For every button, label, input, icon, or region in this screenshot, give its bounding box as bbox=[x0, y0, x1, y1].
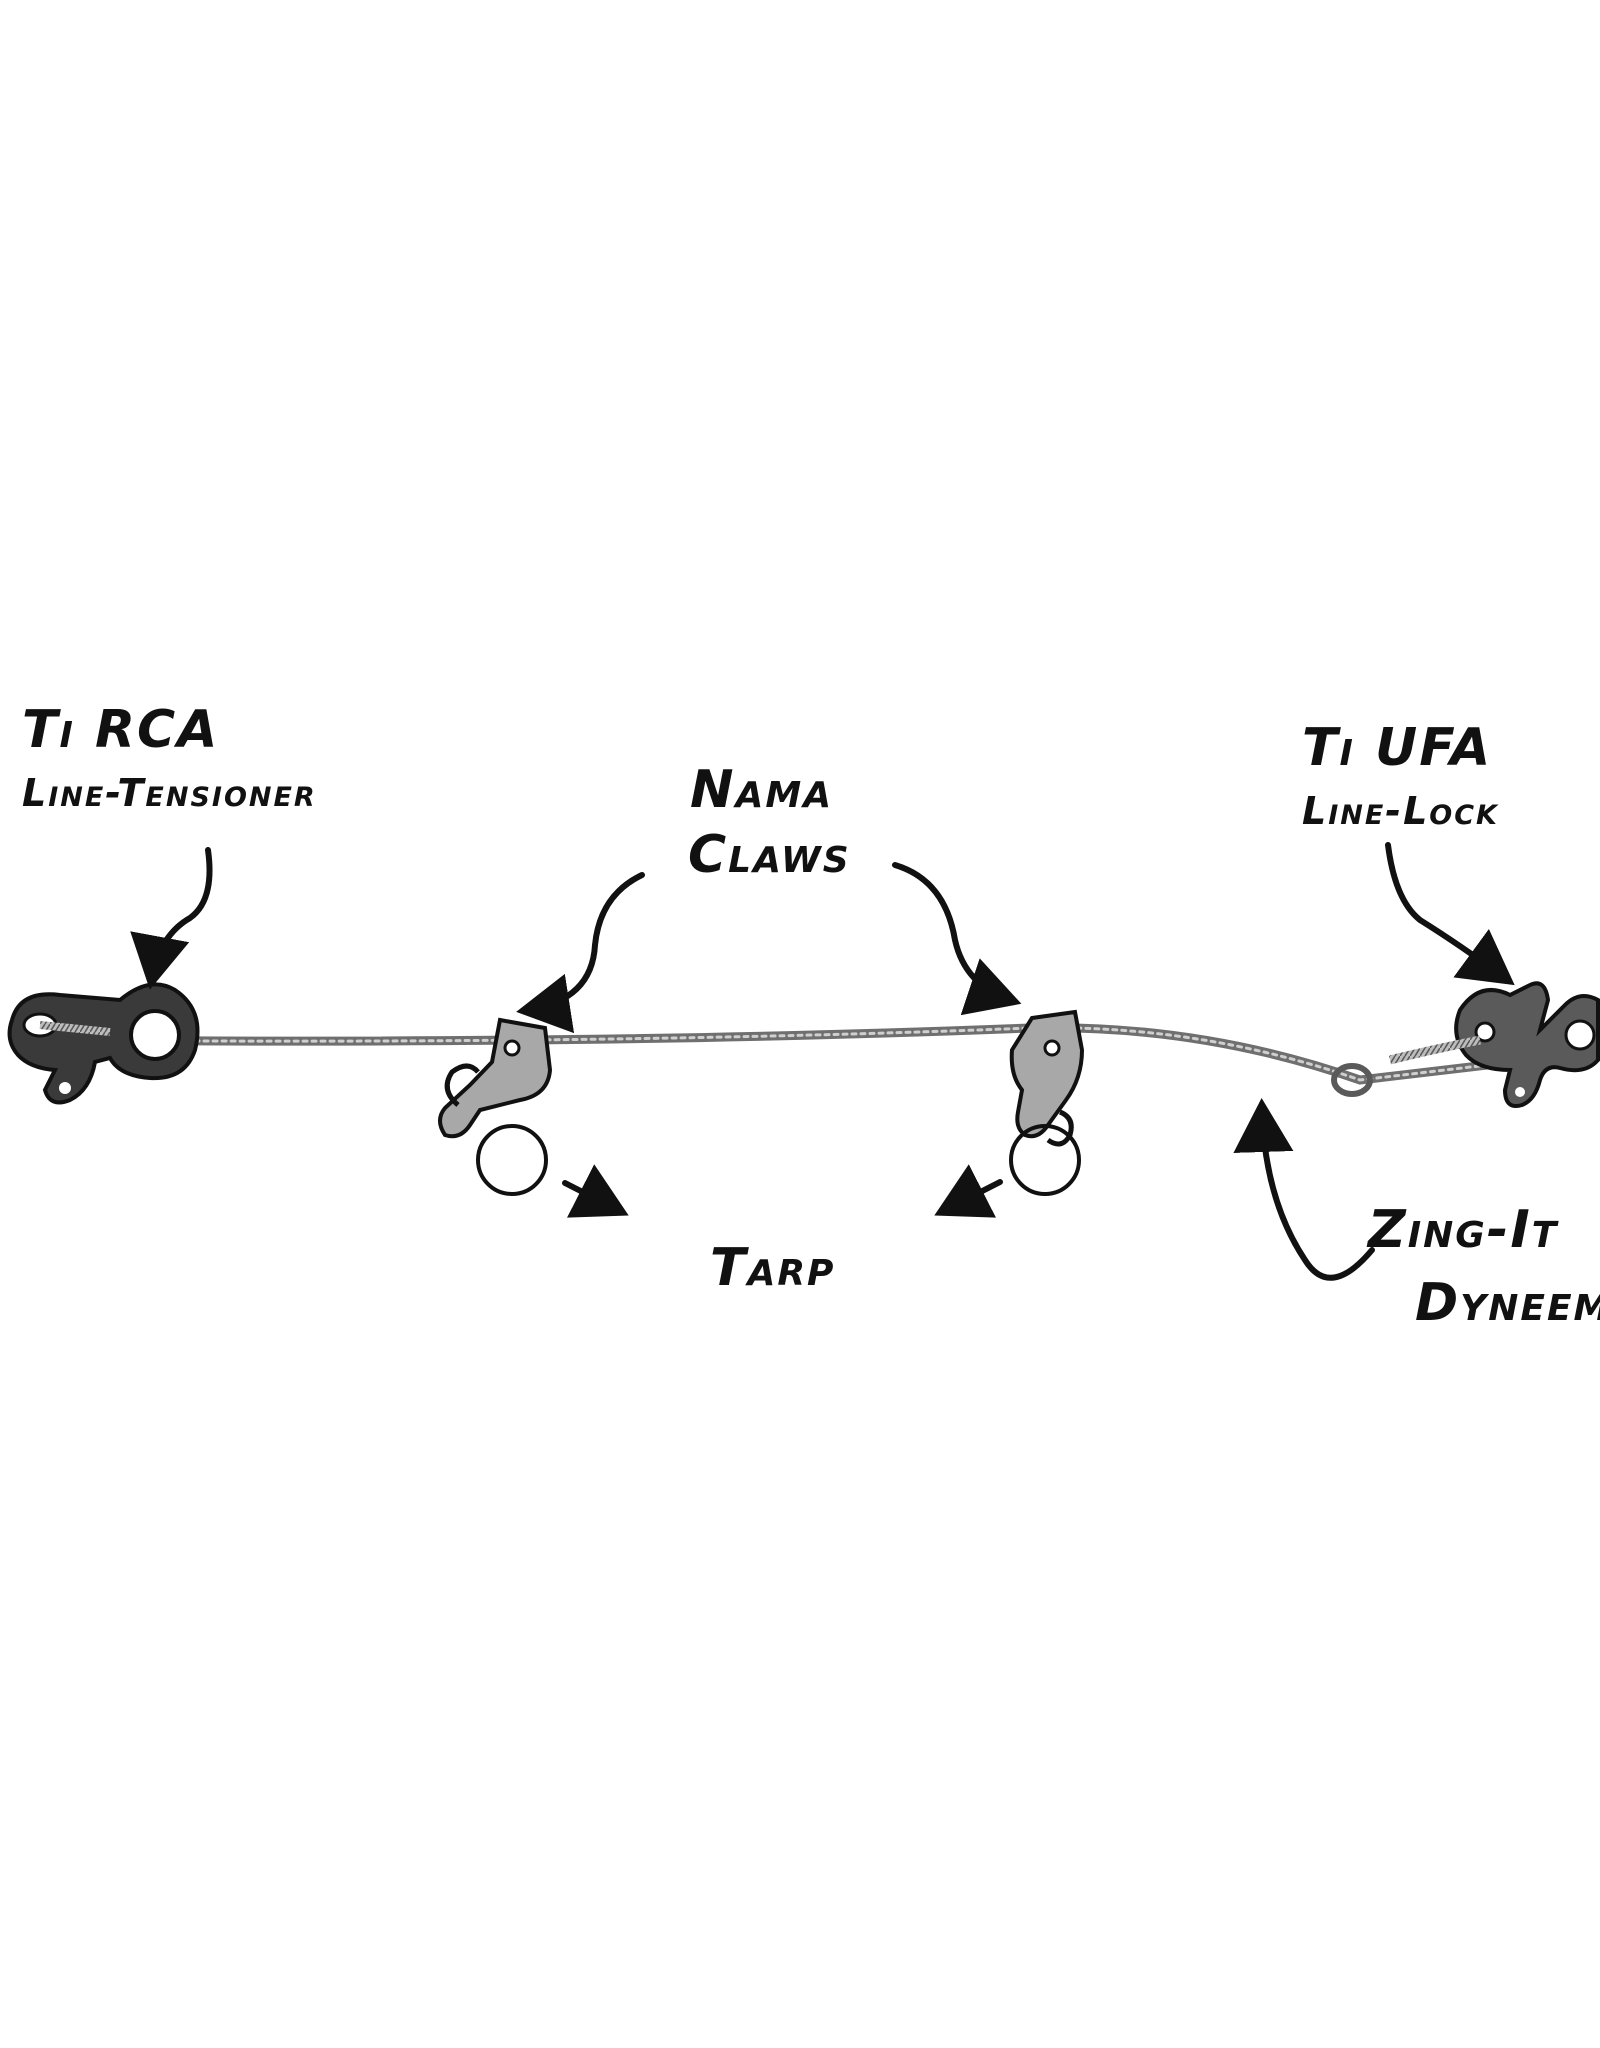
claw-hook-icon bbox=[1009, 1009, 1085, 1147]
label-claws: Claws bbox=[688, 825, 851, 885]
claw-hook-icon bbox=[438, 1017, 553, 1139]
label-line-tensioner: Line-Tensioner bbox=[22, 771, 317, 815]
ring-icon bbox=[1009, 1124, 1081, 1196]
arrow-to-dyneema bbox=[1233, 1098, 1375, 1281]
arrow-to-right-claw bbox=[892, 862, 1022, 1016]
label-line-lock: Line-Lock bbox=[1302, 789, 1499, 833]
label-ti-rca: Ti RCA bbox=[22, 700, 220, 760]
arrow-to-tensioner bbox=[130, 847, 213, 990]
arrow-ring-to-tarp-left bbox=[562, 1164, 629, 1218]
tensioner-icon bbox=[7, 982, 200, 1105]
label-tarp: Tarp bbox=[710, 1238, 836, 1298]
label-ti-ufa: Ti UFA bbox=[1302, 718, 1493, 778]
label-dyneema: Dyneema bbox=[1415, 1273, 1600, 1333]
line-lock-icon bbox=[1388, 981, 1600, 1108]
dyneema-line bbox=[55, 1023, 1535, 1085]
label-nama: Nama bbox=[690, 760, 834, 820]
dyneema-line-braid bbox=[58, 1026, 1532, 1082]
ring-icon bbox=[476, 1124, 548, 1196]
line-knot bbox=[1331, 1063, 1373, 1097]
arrow-ring-to-tarp-right bbox=[934, 1164, 1003, 1218]
arrow-to-line-lock bbox=[1385, 842, 1515, 986]
label-zing-it: Zing-It bbox=[1368, 1200, 1559, 1260]
arrow-to-left-claw bbox=[516, 872, 645, 1034]
